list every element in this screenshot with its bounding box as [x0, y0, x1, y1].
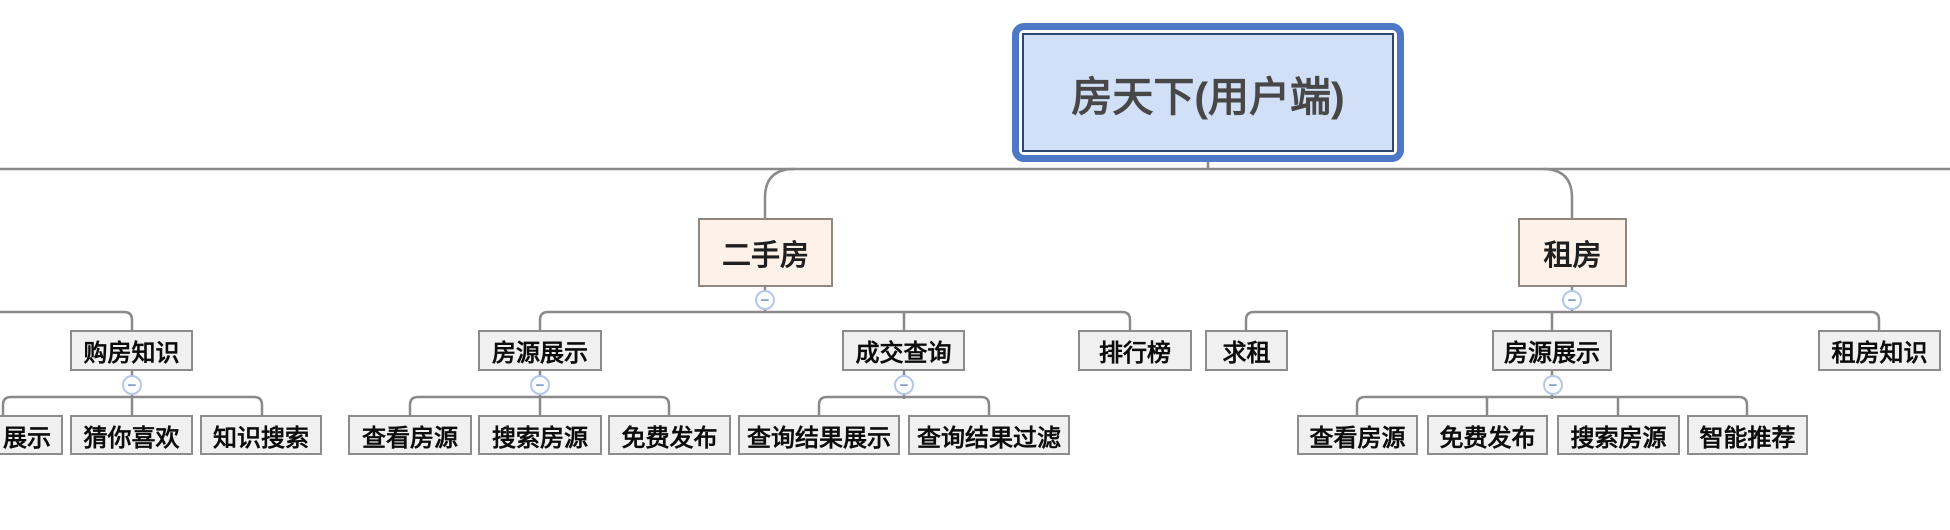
leaf-guess-you-like[interactable]: 猜你喜欢 [70, 415, 193, 455]
collapse-minus-icon[interactable]: − [530, 375, 550, 395]
leaf-query-result-filter[interactable]: 查询结果过滤 [908, 415, 1070, 455]
leaf-search-listings-rental[interactable]: 搜索房源 [1557, 415, 1680, 455]
leaf-smart-recommend[interactable]: 智能推荐 [1687, 415, 1808, 455]
leaf-query-result-display[interactable]: 查询结果展示 [738, 415, 900, 455]
leaf-knowledge-search[interactable]: 知识搜索 [200, 415, 322, 455]
root-node-label: 房天下(用户端) [1022, 33, 1394, 152]
root-node[interactable]: 房天下(用户端) [1012, 23, 1404, 162]
leaf-view-listings-sh[interactable]: 查看房源 [348, 415, 472, 455]
leaf-view-listings-rental[interactable]: 查看房源 [1297, 415, 1418, 455]
branch-second-hand[interactable]: 二手房 [698, 218, 833, 287]
node-ranking[interactable]: 排行榜 [1078, 330, 1192, 371]
rental-children-rail [1244, 287, 1881, 330]
leaf-free-post-rental[interactable]: 免费发布 [1427, 415, 1548, 455]
collapse-minus-icon[interactable]: − [1562, 290, 1582, 310]
node-deal-query[interactable]: 成交查询 [842, 330, 965, 371]
second-hand-branch-connector [763, 167, 795, 218]
node-buying-knowledge[interactable]: 购房知识 [70, 330, 193, 371]
node-rental-knowledge[interactable]: 租房知识 [1818, 330, 1941, 371]
leaf-search-listings-sh[interactable]: 搜索房源 [478, 415, 602, 455]
node-listing-display-rental[interactable]: 房源展示 [1492, 330, 1612, 371]
offscreen-parent-rail [0, 310, 134, 330]
collapse-minus-icon[interactable]: − [1543, 375, 1563, 395]
leaf-free-post-sh[interactable]: 免费发布 [608, 415, 731, 455]
rental-branch-connector [1542, 167, 1574, 218]
leaf-display-clipped[interactable]: 展示 [0, 415, 63, 455]
node-listing-display-sh[interactable]: 房源展示 [478, 330, 602, 371]
collapse-minus-icon[interactable]: − [755, 290, 775, 310]
collapse-minus-icon[interactable]: − [122, 375, 142, 395]
second-hand-children-rail [538, 287, 1132, 330]
collapse-minus-icon[interactable]: − [894, 375, 914, 395]
node-rent-seek[interactable]: 求租 [1205, 330, 1288, 371]
branch-rental[interactable]: 租房 [1518, 218, 1627, 287]
